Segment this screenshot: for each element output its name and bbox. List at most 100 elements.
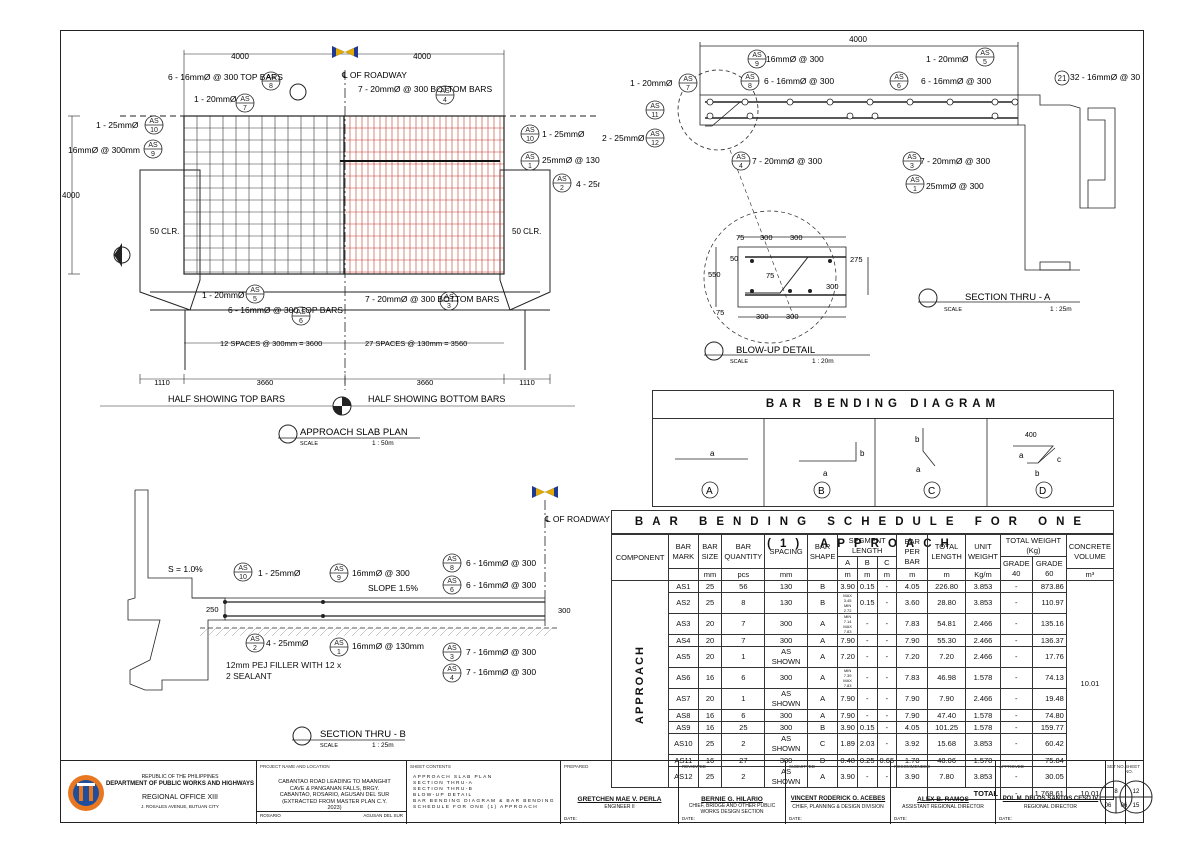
schedule-cell: 2.466 — [964, 646, 1001, 668]
shape-d-label-400: 400 — [1025, 432, 1037, 439]
schedule-cell: - — [999, 721, 1033, 734]
total-g60: 1,768.61 — [1031, 787, 1067, 800]
sec-a-note-7: 2 - 25mmØ — [602, 133, 645, 143]
prepared-name: GRETCHEN MAE V. PERLA — [577, 796, 662, 803]
schedule-cell: - — [999, 709, 1033, 722]
dim-3660-left: 3660 — [257, 378, 274, 387]
as-bubble-number: 8 — [450, 565, 454, 572]
schedule-cell: 56 — [721, 580, 766, 593]
as-bubble-number: 6 — [450, 587, 454, 594]
prepared-cap: PREPARED — [564, 764, 589, 769]
sec-b-slope-s: S = 1.0% — [168, 564, 203, 574]
schedule-cell: 300 — [764, 709, 808, 722]
as-bubble-number: 1 — [913, 186, 917, 193]
schedule-cell: 2 — [721, 766, 766, 788]
blowup-scale-label: SCALE — [730, 359, 748, 365]
schedule-cell: MAX 3.45 MIN 2.72 — [837, 592, 858, 614]
schedule-cell: 135.16 — [1031, 613, 1067, 635]
schedule-cell: - — [876, 688, 898, 710]
title-block: REPUBLIC OF THE PHILIPPINES DEPARTMENT O… — [60, 760, 1153, 824]
sec-b-note-as1: 16mmØ @ 130mm — [352, 641, 424, 651]
schedule-cell: - — [856, 646, 878, 668]
set-cap: SET NO. — [1107, 764, 1125, 769]
component-label: APPROACH — [634, 644, 647, 724]
sec-a-note-5: 6 - 16mmØ @ 300 — [921, 76, 991, 86]
schedule-cell: 60.42 — [1031, 733, 1067, 755]
as-bubble-label: AS — [266, 74, 276, 81]
recommended-pos: ASSISTANT REGIONAL DIRECTOR — [902, 804, 984, 810]
as-bubble-number: 1 — [337, 649, 341, 656]
th-unit-kgm: Kg/m — [964, 568, 1001, 581]
sec-b-dim-250: 250 — [206, 605, 219, 614]
th-unit-m-c: m — [876, 568, 898, 581]
schedule-cell: 3.853 — [964, 592, 1001, 614]
approved-name: POL M. DELOS SANTOS CESO IV — [1002, 796, 1099, 802]
approved-cell: APPROVED POL M. DELOS SANTOS CESO IV REG… — [995, 761, 1105, 824]
reviewed-date: DATE: — [682, 816, 695, 821]
schedule-cell: A — [806, 766, 839, 788]
as-bubble-number: 4 — [443, 97, 447, 104]
project-cap: PROJECT NAME AND LOCATION — [260, 764, 330, 769]
right-wingwall — [499, 169, 551, 311]
as-bubble-number: 10 — [150, 127, 158, 134]
th-shape: BAR SHAPE — [806, 534, 839, 569]
as-bubble-label: AS — [752, 52, 762, 59]
schedule-cell: A — [806, 709, 839, 722]
schedule-cell: 1.578 — [964, 667, 1001, 689]
as-bubble-label: AS — [444, 294, 454, 301]
sec-a-note-9: 7 - 20mmØ @ 300 — [920, 156, 990, 166]
schedule-cell: 3.92 — [896, 733, 929, 755]
half-bottom-label: HALF SHOWING BOTTOM BARS — [368, 394, 505, 404]
sec-a-scale-label: SCALE — [944, 307, 962, 313]
submitted-cap: SUBMITTED — [789, 764, 816, 769]
sec-a-note-2: 1 - 20mmØ — [926, 54, 969, 64]
schedule-cell: 16 — [697, 721, 723, 734]
schedule-cell: - — [876, 733, 898, 755]
as-bubble-number: 9 — [755, 61, 759, 68]
schedule-cell: 15.68 — [927, 733, 966, 755]
half-top-label: HALF SHOWING TOP BARS — [168, 394, 285, 404]
note-as1: 25mmØ @ 130mm — [542, 155, 600, 165]
schedule-cell: - — [876, 646, 898, 668]
schedule-cell: - — [876, 592, 898, 614]
bar-bending-diagram: BAR BENDING DIAGRAM a a b b a 400 a b c … — [652, 390, 1114, 507]
shape-c-label-b: b — [915, 435, 920, 444]
shape-c-icon — [922, 428, 936, 467]
th-perbar: BAR PER BAR — [896, 534, 929, 569]
drawing-frame — [60, 30, 1144, 823]
blowup-dim-75-top: 75 — [736, 233, 744, 242]
sec-a-dim: 4000 — [849, 35, 867, 44]
sheet-cell: SHEET NO. 12 15 — [1119, 761, 1153, 824]
sec-a-scale-value: 1 : 25m — [1050, 306, 1072, 313]
note-as5: 1 - 20mmØ — [202, 290, 245, 300]
th-seg-c: C — [876, 556, 898, 569]
as-bubble-number: 9 — [151, 151, 155, 158]
schedule-cell: 1.578 — [964, 709, 1001, 722]
schedule-cell: 7.90 — [927, 688, 966, 710]
th-unit-pcs: pcs — [721, 568, 766, 581]
as-bubble-label: AS — [894, 74, 904, 81]
schedule-cell: 110.97 — [1031, 592, 1067, 614]
as-bubble-label: AS — [650, 131, 660, 138]
schedule-cell: 20 — [697, 688, 723, 710]
reviewed-cap: REVIEWED — [682, 764, 707, 769]
approved-date: DATE: — [999, 816, 1012, 821]
note-as10-left: 1 - 25mmØ — [96, 120, 139, 130]
schedule-cell: AS SHOWN — [764, 646, 808, 668]
sec-a-note-4: 6 - 16mmØ @ 300 — [764, 76, 834, 86]
as-bubble-label: AS — [447, 578, 457, 585]
blowup-dim-50: 50 — [730, 254, 738, 263]
schedule-cell: 47.40 — [927, 709, 966, 722]
th-unit-m-e: m — [927, 568, 966, 581]
schedule-cell: 300 — [764, 721, 808, 734]
sec-a-title: SECTION THRU - A — [965, 292, 1051, 303]
schedule-cell: 0.15 — [856, 592, 878, 614]
schedule-cell: 2.466 — [964, 634, 1001, 647]
blowup-dim-300-c: 300 — [826, 282, 839, 291]
schedule-cell: A — [806, 688, 839, 710]
schedule-cell: 16 — [697, 667, 723, 689]
schedule-cell: 74.80 — [1031, 709, 1067, 722]
